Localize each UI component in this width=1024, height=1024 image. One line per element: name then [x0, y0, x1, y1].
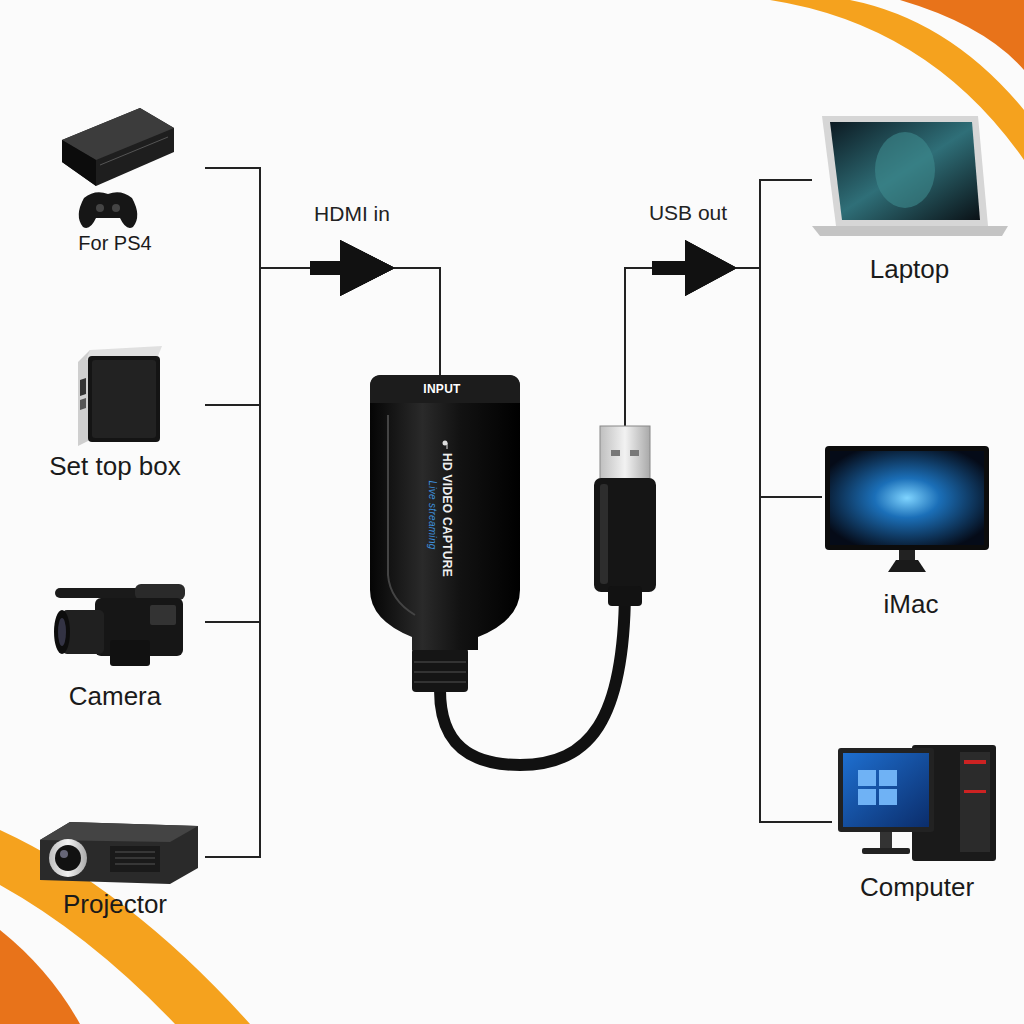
projector-icon	[40, 822, 198, 884]
connector-line	[205, 168, 440, 375]
connector	[205, 168, 440, 375]
corner-swoosh	[900, 0, 1024, 70]
device-label: Set top box	[25, 451, 205, 482]
card-body	[370, 375, 520, 650]
imac-icon	[825, 446, 989, 572]
laptop-icon	[812, 116, 1008, 236]
arrow-shaft	[310, 261, 342, 275]
arrow-head	[340, 240, 395, 296]
connector-line	[625, 268, 822, 497]
device-label: Laptop	[812, 254, 1007, 285]
arrow-shaft	[310, 261, 342, 275]
arrow-head	[685, 240, 737, 296]
corner-swoosh	[0, 830, 250, 1024]
arrow-shaft	[310, 261, 342, 275]
arrow-head	[685, 240, 737, 296]
device-node: Computer	[832, 740, 1002, 910]
card-print: Live streaming	[426, 480, 438, 549]
arrow-head	[340, 240, 395, 296]
corner-swoosh	[0, 930, 80, 1024]
device-label: Projector	[25, 889, 205, 920]
card-sheen	[388, 415, 415, 615]
connector	[625, 240, 822, 497]
device-label: Camera	[25, 681, 205, 712]
connector-line	[625, 180, 812, 375]
capture-card: INPUT HD VIDEO CAPTURELive streaming	[370, 375, 660, 650]
computer-icon	[838, 745, 996, 861]
card-print: HD VIDEO CAPTURE	[440, 453, 454, 577]
arrow-head	[685, 240, 737, 296]
set-top-box-icon	[78, 346, 162, 446]
device-node: Projector	[25, 805, 205, 930]
device-node: Laptop	[812, 105, 1007, 290]
connector	[625, 180, 812, 375]
arrow-shaft	[310, 261, 342, 275]
card-cap	[370, 375, 520, 403]
connection-label: USB out	[649, 200, 727, 225]
connector-line	[625, 268, 832, 822]
connection-label: HDMI in	[314, 201, 390, 226]
card-mark	[447, 443, 448, 449]
device-label: Computer	[832, 872, 1002, 903]
device-node: For PS4	[25, 100, 205, 260]
console-icon	[62, 108, 174, 228]
arrow-head	[340, 240, 395, 296]
connector	[625, 240, 832, 822]
arrow-shaft	[652, 261, 687, 275]
camera-icon	[54, 584, 185, 666]
arrow-head	[340, 240, 395, 296]
device-node: iMac	[822, 440, 1000, 625]
device-label: For PS4	[25, 231, 205, 255]
device-node: Camera	[25, 575, 205, 720]
device-label: iMac	[822, 589, 1000, 620]
arrow-shaft	[652, 261, 687, 275]
arrow-shaft	[652, 261, 687, 275]
device-node: Set top box	[25, 340, 205, 490]
port-label: INPUT	[423, 382, 461, 396]
